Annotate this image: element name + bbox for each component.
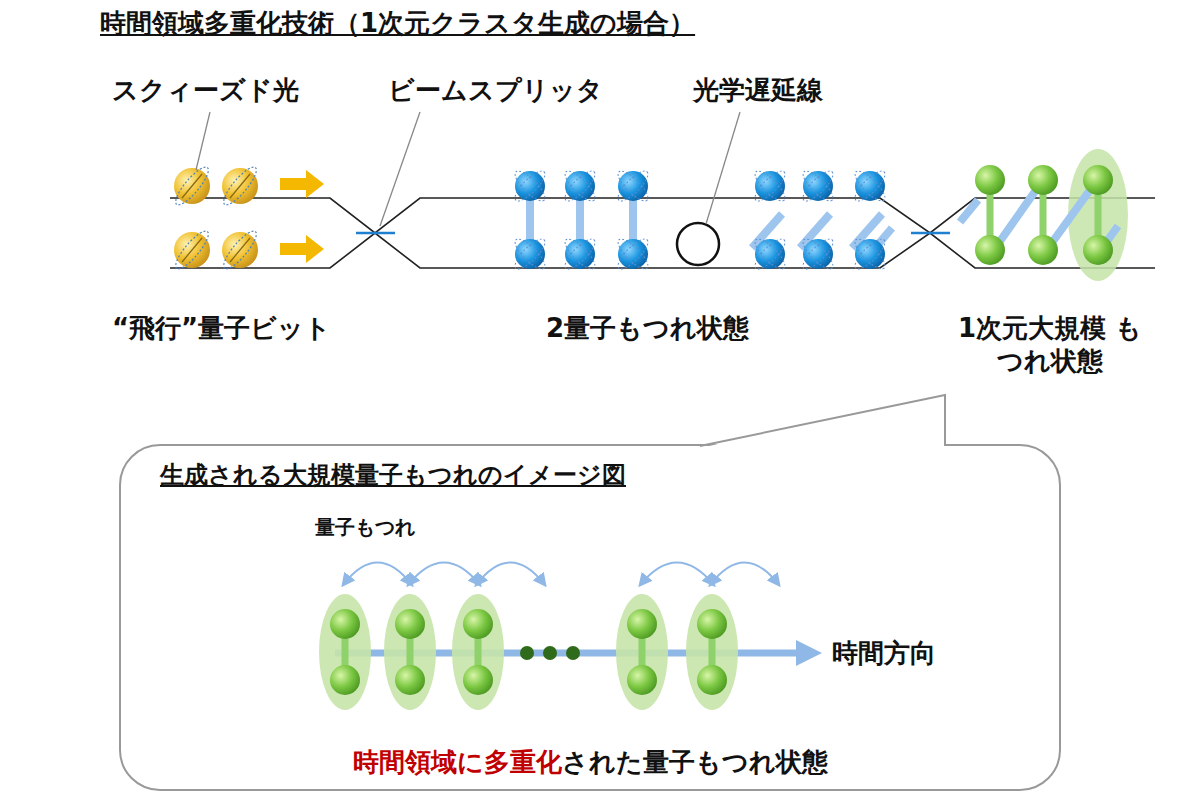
ellipsis-dot bbox=[520, 646, 534, 660]
entanglement-bar bbox=[998, 190, 1036, 244]
flow-arrow bbox=[280, 235, 324, 263]
title: 時間領域多重化技術（1次元クラスタ生成の場合） bbox=[100, 6, 695, 41]
qubit-sphere bbox=[697, 609, 727, 639]
beam-splitter bbox=[356, 232, 395, 235]
waveguide bbox=[170, 233, 1155, 268]
qubit-sphere bbox=[330, 665, 360, 695]
callout-box bbox=[120, 445, 1060, 790]
callout-pointer bbox=[700, 393, 945, 448]
callout-pointer bbox=[700, 395, 945, 446]
qubit-sphere bbox=[851, 167, 889, 205]
qubit-sphere bbox=[975, 235, 1005, 265]
leader-line bbox=[706, 112, 740, 224]
entanglement-arc bbox=[343, 563, 412, 586]
qubit-sphere bbox=[330, 609, 360, 639]
qubit-sphere bbox=[1083, 235, 1113, 265]
entanglement-bar bbox=[960, 200, 978, 222]
qubit-sphere bbox=[1083, 165, 1113, 195]
entanglement-label: 量子もつれ bbox=[315, 515, 415, 540]
squeezed-light bbox=[219, 227, 261, 273]
delay-line bbox=[677, 223, 719, 265]
qubit-sphere bbox=[1028, 235, 1058, 265]
highlight-ellipse bbox=[1068, 149, 1128, 281]
squeezed-light bbox=[171, 227, 213, 273]
qubit-sphere bbox=[511, 235, 549, 273]
entanglement-arc bbox=[640, 563, 714, 586]
ellipsis-dot bbox=[566, 646, 580, 660]
entanglement-arc bbox=[710, 563, 779, 586]
ellipsis-dot bbox=[543, 646, 557, 660]
entanglement-arc bbox=[476, 563, 545, 586]
qubit-sphere bbox=[851, 235, 889, 273]
pair-highlight bbox=[384, 594, 436, 710]
qubit-sphere bbox=[561, 235, 599, 273]
pair-highlight bbox=[616, 594, 668, 710]
callout-caption: 時間領域に多重化された量子もつれ状態 bbox=[120, 745, 1060, 780]
qubit-sphere bbox=[395, 665, 425, 695]
stage-label: 1次元大規模 もつれ状態 bbox=[955, 312, 1145, 377]
qubit-sphere bbox=[697, 665, 727, 695]
caption-part: された量子もつれ状態 bbox=[562, 747, 828, 777]
pair-highlight bbox=[452, 594, 504, 710]
callout-box: 生成される大規模量子もつれのイメージ図時間領域に多重化された量子もつれ状態 bbox=[120, 445, 1060, 790]
qubit-sphere bbox=[627, 609, 657, 639]
leader-line bbox=[380, 112, 420, 226]
qubit-sphere bbox=[975, 165, 1005, 195]
stage-label: “飛行”量子ビット bbox=[112, 312, 331, 345]
callout-label: スクィーズド光 bbox=[112, 74, 299, 107]
entanglement-bar bbox=[1051, 190, 1090, 244]
qubit-sphere bbox=[614, 235, 652, 273]
callout-heading: 生成される大規模量子もつれのイメージ図 bbox=[160, 459, 626, 491]
qubit-sphere bbox=[1028, 165, 1058, 195]
axis-label: 時間方向 bbox=[832, 637, 936, 670]
pair-highlight bbox=[319, 594, 371, 710]
leader-line bbox=[196, 112, 210, 170]
qubit-sphere bbox=[799, 167, 837, 205]
qubit-sphere bbox=[463, 609, 493, 639]
qubit-sphere bbox=[751, 167, 789, 205]
qubit-sphere bbox=[627, 665, 657, 695]
time-axis-head bbox=[796, 640, 822, 666]
beam-splitter bbox=[911, 232, 950, 235]
qubit-sphere bbox=[463, 665, 493, 695]
flow-arrow bbox=[280, 170, 324, 198]
pair-highlight bbox=[686, 594, 738, 710]
stage-label: 2量子もつれ状態 bbox=[546, 312, 749, 345]
squeezed-light bbox=[219, 163, 261, 209]
callout-label: ビームスプリッタ bbox=[388, 74, 603, 107]
caption-part: 時間領域に多重化 bbox=[353, 747, 562, 777]
qubit-sphere bbox=[751, 235, 789, 273]
squeezed-light bbox=[171, 163, 213, 209]
qubit-sphere bbox=[511, 167, 549, 205]
qubit-sphere bbox=[799, 235, 837, 273]
qubit-sphere bbox=[561, 167, 599, 205]
callout-label: 光学遅延線 bbox=[693, 74, 823, 107]
qubit-sphere bbox=[395, 609, 425, 639]
qubit-sphere bbox=[614, 167, 652, 205]
entanglement-arc bbox=[408, 563, 480, 586]
